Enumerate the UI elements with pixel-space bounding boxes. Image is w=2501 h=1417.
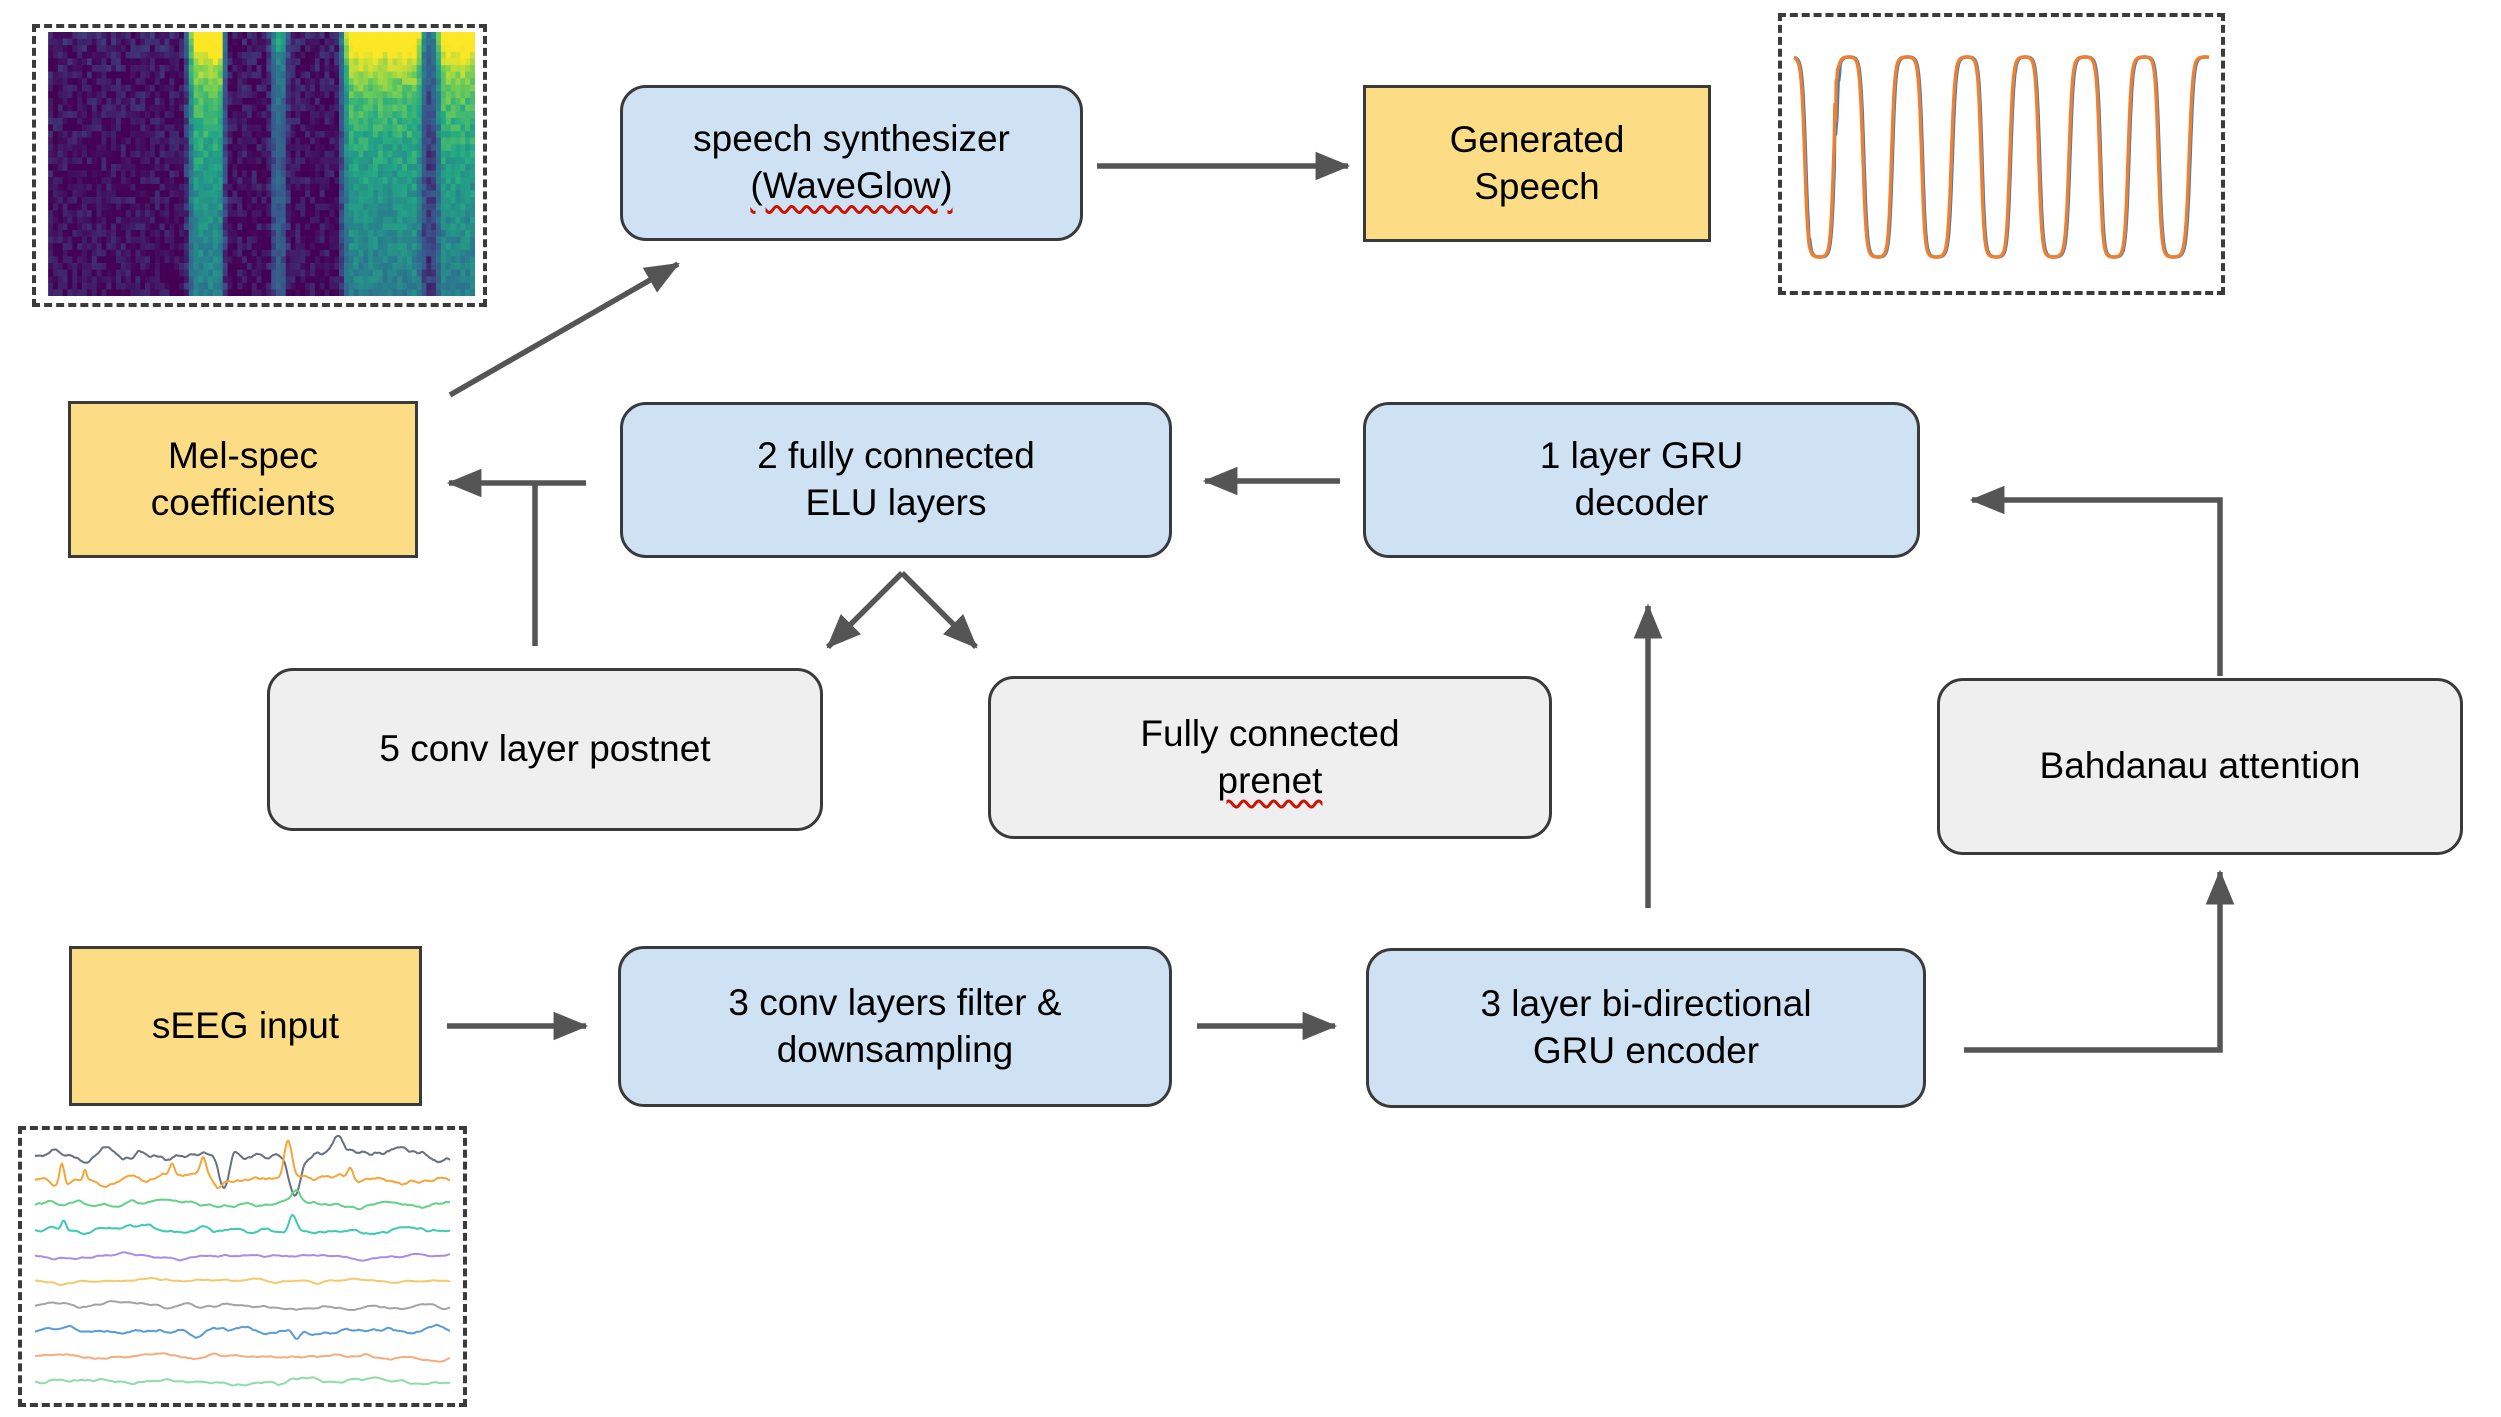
node-label-line: 5 conv layer postnet bbox=[379, 728, 711, 770]
node-label-line: (WaveGlow) bbox=[750, 165, 953, 206]
node-label-line: downsampling bbox=[776, 1028, 1014, 1070]
seeg-traces-image bbox=[34, 1134, 451, 1387]
node-label-line: ELU layers bbox=[805, 482, 987, 523]
node-gru-encoder: 3 layer bi-directional GRU encoder bbox=[1366, 948, 1926, 1108]
arrow-elu-to-postnet bbox=[826, 571, 904, 649]
node-label-line: prenet bbox=[1217, 759, 1323, 801]
node-label-line: 3 layer bi-directional bbox=[1480, 983, 1812, 1025]
node-prenet: Fully connected prenet bbox=[988, 676, 1552, 839]
node-speech-synthesizer: speech synthesizer (WaveGlow) bbox=[620, 85, 1083, 241]
node-conv-downsampling: 3 conv layers filter & downsampling bbox=[618, 946, 1172, 1107]
node-melspec-coefficients: Mel-spec coefficients bbox=[68, 401, 418, 558]
node-label-line: Generated bbox=[1449, 118, 1625, 160]
node-label-line: speech synthesizer bbox=[693, 118, 1010, 160]
node-postnet: 5 conv layer postnet bbox=[267, 668, 823, 831]
node-label-line: decoder bbox=[1574, 482, 1709, 523]
node-label-line: 2 fully connected bbox=[757, 435, 1035, 477]
waveform-image bbox=[1792, 55, 2211, 259]
node-label-line: Bahdanau attention bbox=[2039, 745, 2361, 787]
node-label-line: 1 layer GRU bbox=[1539, 435, 1744, 477]
node-label-line: GRU encoder bbox=[1532, 1030, 1760, 1071]
node-label-line: Speech bbox=[1474, 165, 1600, 207]
node-gru-decoder: 1 layer GRU decoder bbox=[1363, 402, 1920, 558]
node-label-line: 3 conv layers filter & bbox=[728, 981, 1062, 1023]
mel-spectrogram-image bbox=[48, 32, 475, 296]
node-bahdanau-attention: Bahdanau attention bbox=[1937, 678, 2463, 855]
arrow-attention-to-decoder bbox=[1969, 485, 2223, 676]
node-seeg-input: sEEG input bbox=[69, 946, 422, 1106]
mel-spectrogram-thumbnail bbox=[32, 24, 487, 307]
waveform-thumbnail bbox=[1778, 13, 2225, 295]
node-generated-speech: Generated Speech bbox=[1363, 85, 1711, 242]
node-label-line: Fully connected bbox=[1140, 712, 1400, 754]
arrow-encoder-to-attention bbox=[1964, 869, 2235, 1053]
node-label-line: sEEG input bbox=[151, 1004, 340, 1046]
seeg-traces-thumbnail bbox=[18, 1126, 467, 1407]
node-elu-layers: 2 fully connected ELU layers bbox=[620, 402, 1172, 558]
node-label-line: coefficients bbox=[150, 481, 336, 523]
arrow-elu-to-prenet bbox=[900, 571, 978, 649]
node-label-line: Mel-spec bbox=[167, 434, 319, 476]
